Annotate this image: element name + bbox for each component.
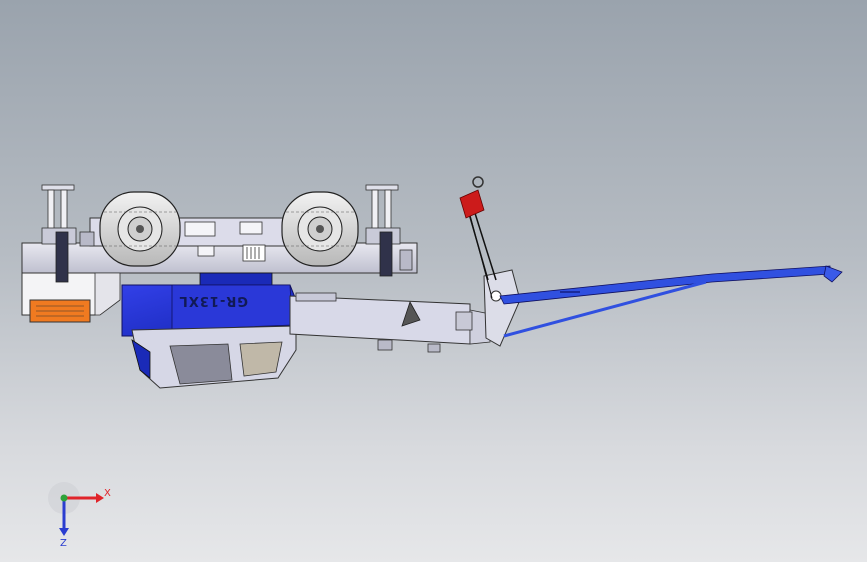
boom-head (483, 269, 521, 347)
outrigger-right (365, 184, 413, 277)
wheel-front (99, 191, 181, 267)
x-axis-label: X (104, 488, 111, 499)
main-boom (289, 292, 491, 353)
wheel-rear (281, 191, 359, 267)
z-axis-label: Z (60, 538, 67, 549)
y-axis-dot (60, 494, 68, 502)
model-label: GR-13XL (179, 293, 248, 308)
axis-triad: X Z (48, 482, 111, 549)
superstructure: GR-13XL (121, 272, 297, 389)
hook-block (459, 176, 497, 299)
outrigger-left (41, 184, 95, 283)
jib (499, 265, 843, 338)
